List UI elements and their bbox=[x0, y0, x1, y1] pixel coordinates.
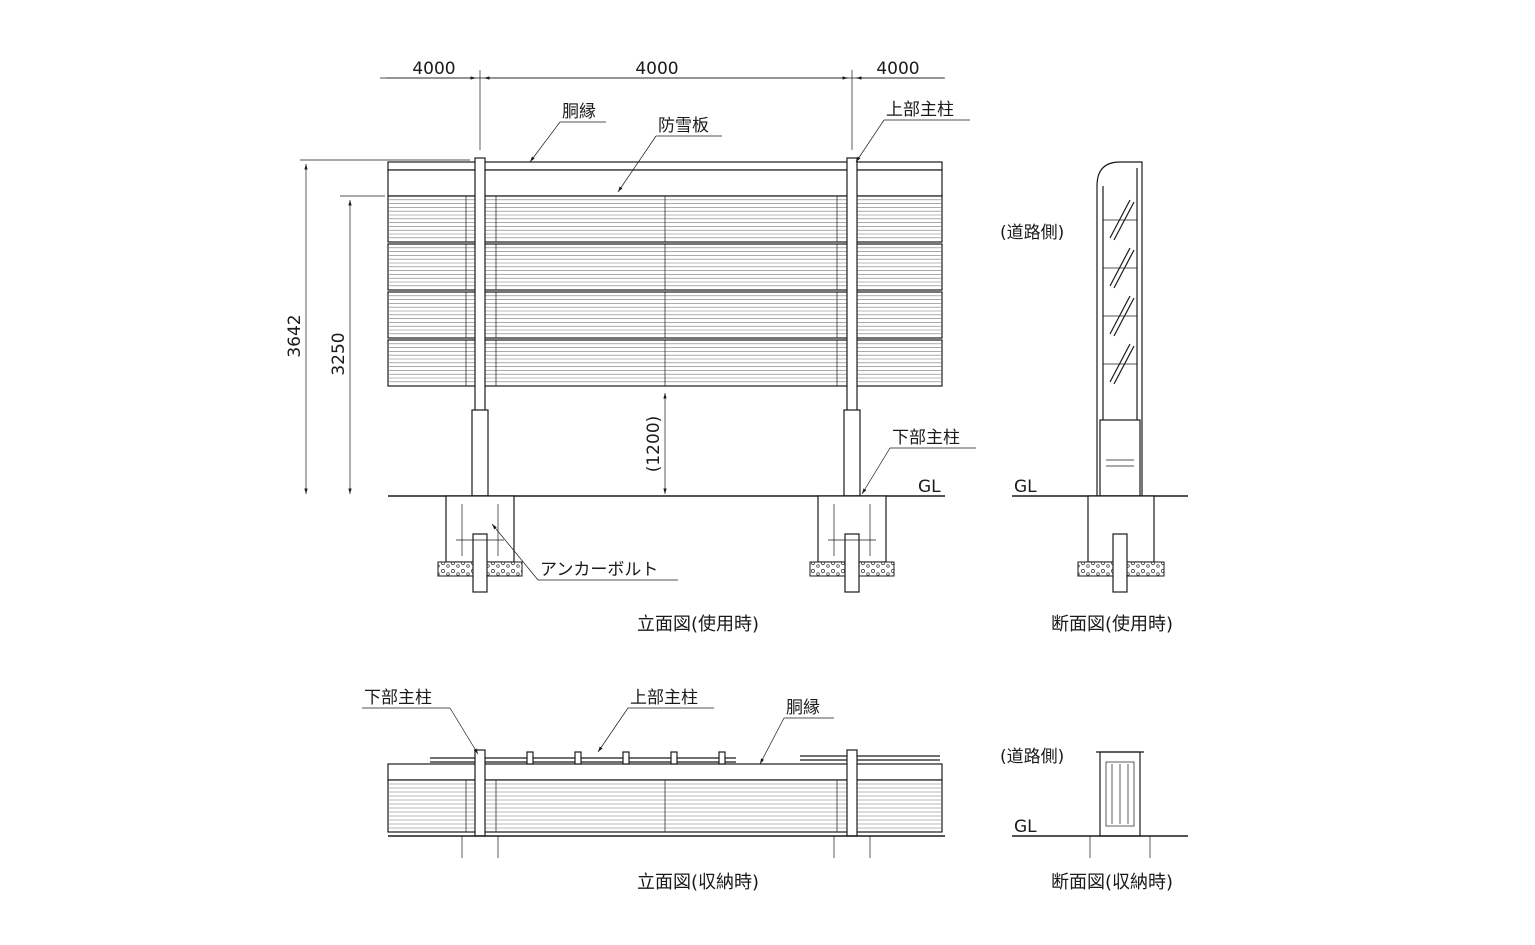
top-rail bbox=[387, 161, 943, 171]
right-lower-post bbox=[843, 409, 861, 497]
vertical-dimensions: 3642 3250 (1200) bbox=[285, 159, 667, 494]
section-in-use: (道路側) GL 断面図(使用時) bbox=[1000, 161, 1188, 635]
left-foundation bbox=[437, 495, 523, 593]
left-lower-post bbox=[471, 409, 489, 497]
right-foundation bbox=[809, 495, 895, 593]
caption-elevation-stored: 立面図(収納時) bbox=[637, 872, 759, 893]
section-stored: (道路側) GL 断面図(収納時) bbox=[1000, 747, 1188, 893]
elevation-stored: 下部主柱 上部主柱 胴縁 立面図(収納時) bbox=[362, 688, 945, 893]
dim-panel-height: 3250 bbox=[329, 332, 349, 375]
label-road-side-bottom: (道路側) bbox=[1000, 747, 1064, 767]
dim-span-right: 4000 bbox=[876, 59, 919, 79]
label-road-side-top: (道路側) bbox=[1000, 223, 1064, 243]
caption-section-stored: 断面図(収納時) bbox=[1051, 872, 1173, 893]
left-upper-post bbox=[474, 157, 486, 421]
elevation-in-use: 4000 4000 4000 3642 3250 (1200) bbox=[285, 59, 976, 635]
dim-span-left: 4000 bbox=[412, 59, 455, 79]
right-upper-post bbox=[846, 157, 858, 421]
top-panel bbox=[387, 169, 943, 197]
label-anchor-bolt: アンカーボルト bbox=[540, 560, 658, 580]
snow-panel-rows bbox=[387, 195, 943, 387]
label-gl-section-top: GL bbox=[1014, 477, 1037, 497]
label-gl-section-bottom: GL bbox=[1014, 817, 1037, 837]
label-lower-post-top: 下部主柱 bbox=[892, 428, 960, 448]
label-upper-post-top: 上部主柱 bbox=[886, 100, 954, 120]
caption-section-in-use: 断面図(使用時) bbox=[1051, 614, 1173, 635]
dim-span-center: 4000 bbox=[635, 59, 678, 79]
label-gl-elevation: GL bbox=[918, 477, 941, 497]
label-lower-post-bottom: 下部主柱 bbox=[364, 688, 432, 708]
dim-total-height: 3642 bbox=[285, 314, 305, 357]
top-dimension-chain: 4000 4000 4000 bbox=[380, 59, 945, 150]
caption-elevation-in-use: 立面図(使用時) bbox=[637, 614, 759, 635]
label-dobuchi-top: 胴縁 bbox=[562, 102, 596, 122]
section-panel-slats bbox=[1103, 199, 1137, 385]
label-upper-post-bottom: 上部主柱 bbox=[630, 688, 698, 708]
dim-clearance: (1200) bbox=[644, 416, 664, 473]
label-dobuchi-bottom: 胴縁 bbox=[786, 698, 820, 718]
label-bousetsuban: 防雪板 bbox=[658, 116, 709, 136]
